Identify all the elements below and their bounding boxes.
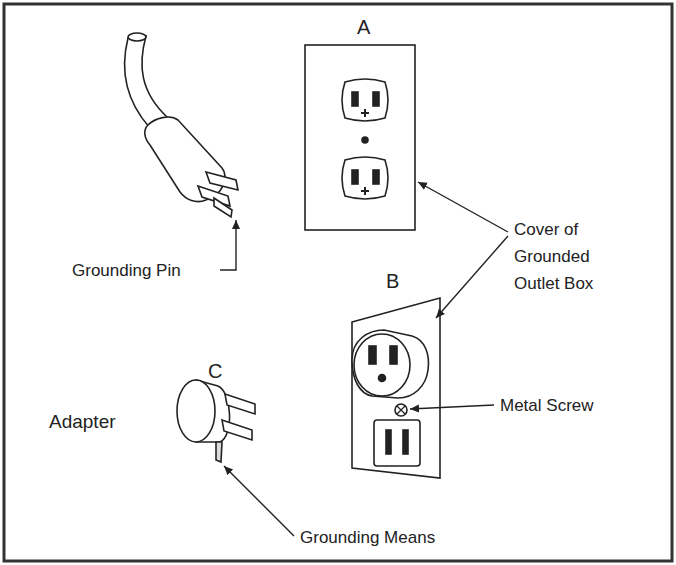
- part-label: Cover of Grounded Outlet Box: [514, 216, 618, 297]
- frame: [4, 4, 672, 561]
- figure-letter: C: [208, 358, 222, 385]
- leader-lines: [220, 182, 508, 536]
- adapter-plug: [177, 380, 255, 462]
- figure-letter: B: [386, 268, 399, 295]
- part-label: Grounding Means: [300, 524, 435, 551]
- part-label: Metal Screw: [500, 392, 594, 419]
- part-label: Adapter: [49, 408, 116, 435]
- part-label: Grounding Pin: [72, 257, 181, 284]
- duplex-receptacle: [305, 45, 415, 230]
- figure-letter: A: [357, 14, 370, 41]
- grounded-plug: [124, 33, 238, 217]
- receptacle-plate: [352, 298, 440, 478]
